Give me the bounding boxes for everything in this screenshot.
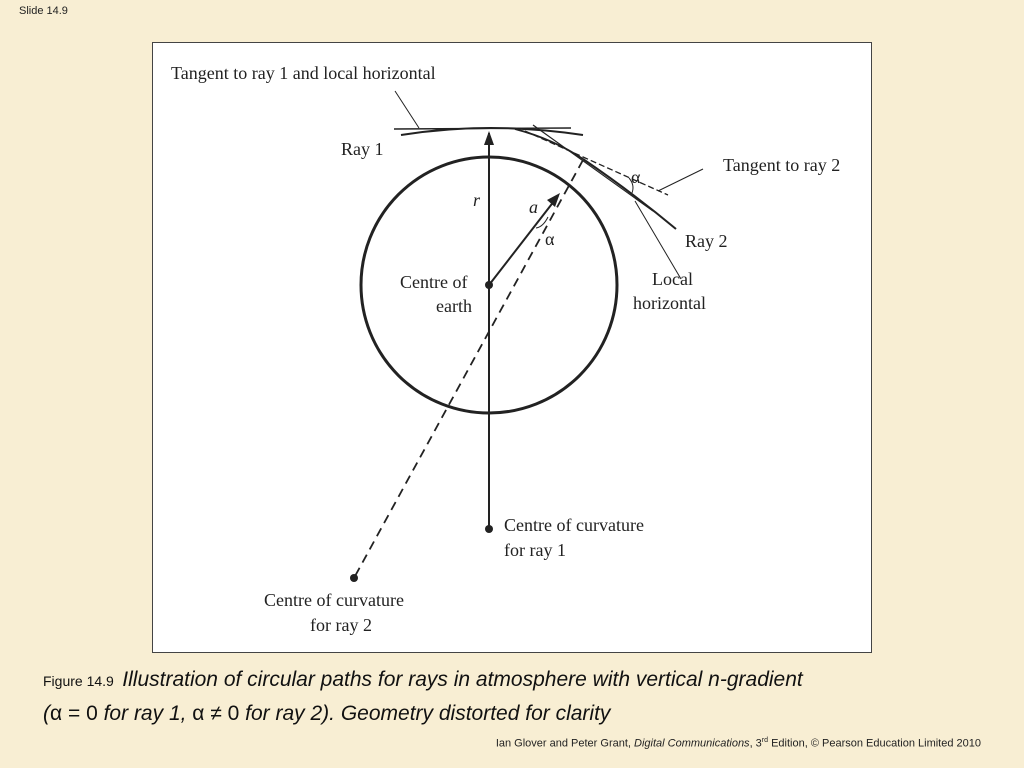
radius-a-line <box>488 195 559 286</box>
caption-text-part2: for ray 1, <box>97 702 193 725</box>
ray2-label: Ray 2 <box>685 231 728 251</box>
centre-curvature-ray1-label-line2: for ray 1 <box>504 540 566 560</box>
caption-alpha-nonzero: α ≠ 0 <box>192 702 240 725</box>
caption-text-part3: for ray 2). Geometry distorted for clari… <box>239 702 611 725</box>
figure-caption: Figure 14.9 Illustration of circular pat… <box>43 664 993 732</box>
radius-a-arrowhead <box>547 193 560 207</box>
tangent-ray2-label: Tangent to ray 2 <box>723 155 840 175</box>
caption-paren-open: ( <box>43 702 50 725</box>
centre-curvature-ray1-point <box>485 525 493 533</box>
slide-number: Slide 14.9 <box>19 5 68 17</box>
local-horizontal-line <box>532 124 654 212</box>
radius-r-arrowhead <box>484 131 494 145</box>
local-horizontal-label-line2: horizontal <box>633 293 706 313</box>
centre-curvature-ray2-label-line2: for ray 2 <box>310 615 372 635</box>
ray2-radius-dashed-line <box>353 159 584 579</box>
centre-earth-label-line1: Centre of <box>400 272 467 292</box>
centre-curvature-ray1-label-line1: Centre of curvature <box>504 515 644 535</box>
footer-edition-rest: Edition, © Pearson Education Limited 201… <box>768 737 981 750</box>
figure-number: Figure 14.9 <box>43 673 114 689</box>
tangent-ray2-leader <box>657 168 704 192</box>
footer-book-title: Digital Communications <box>634 737 750 750</box>
tangent-ray1-leader <box>394 90 420 129</box>
ray-arc-to-ray2 <box>514 128 584 160</box>
ray2-path <box>582 158 677 230</box>
local-horizontal-leader <box>634 200 682 280</box>
ray-geometry-diagram: Tangent to ray 1 and local horizontal Ra… <box>171 63 840 635</box>
tangent-ray2-line <box>524 130 669 196</box>
tangent-ray1-label: Tangent to ray 1 and local horizontal <box>171 63 436 83</box>
figure-frame: Tangent to ray 1 and local horizontal Ra… <box>152 42 872 653</box>
footer-citation: Ian Glover and Peter Grant, Digital Comm… <box>496 737 981 750</box>
ray1-path <box>400 127 584 136</box>
caption-text-part1: Illustration of circular paths for rays … <box>122 668 803 691</box>
footer-authors: Ian Glover and Peter Grant, <box>495 737 635 750</box>
centre-of-earth-point <box>485 281 493 289</box>
local-horizontal-label-line1: Local <box>652 269 693 289</box>
footer-edition-sup: rd <box>761 737 769 744</box>
centre-curvature-ray2-label-line1: Centre of curvature <box>264 590 404 610</box>
caption-alpha-zero: α = 0 <box>50 702 98 725</box>
a-label: a <box>529 197 538 217</box>
alpha-label-upper: α <box>631 167 641 187</box>
centre-curvature-ray2-point <box>350 574 358 582</box>
footer-edition-prefix: , 3 <box>749 737 762 750</box>
ray1-label: Ray 1 <box>341 139 384 159</box>
alpha-arc-lower <box>535 216 549 229</box>
r-label: r <box>473 190 481 210</box>
alpha-arc-upper <box>628 177 634 194</box>
alpha-label-lower: α <box>545 229 555 249</box>
centre-earth-label-line2: earth <box>436 296 472 316</box>
